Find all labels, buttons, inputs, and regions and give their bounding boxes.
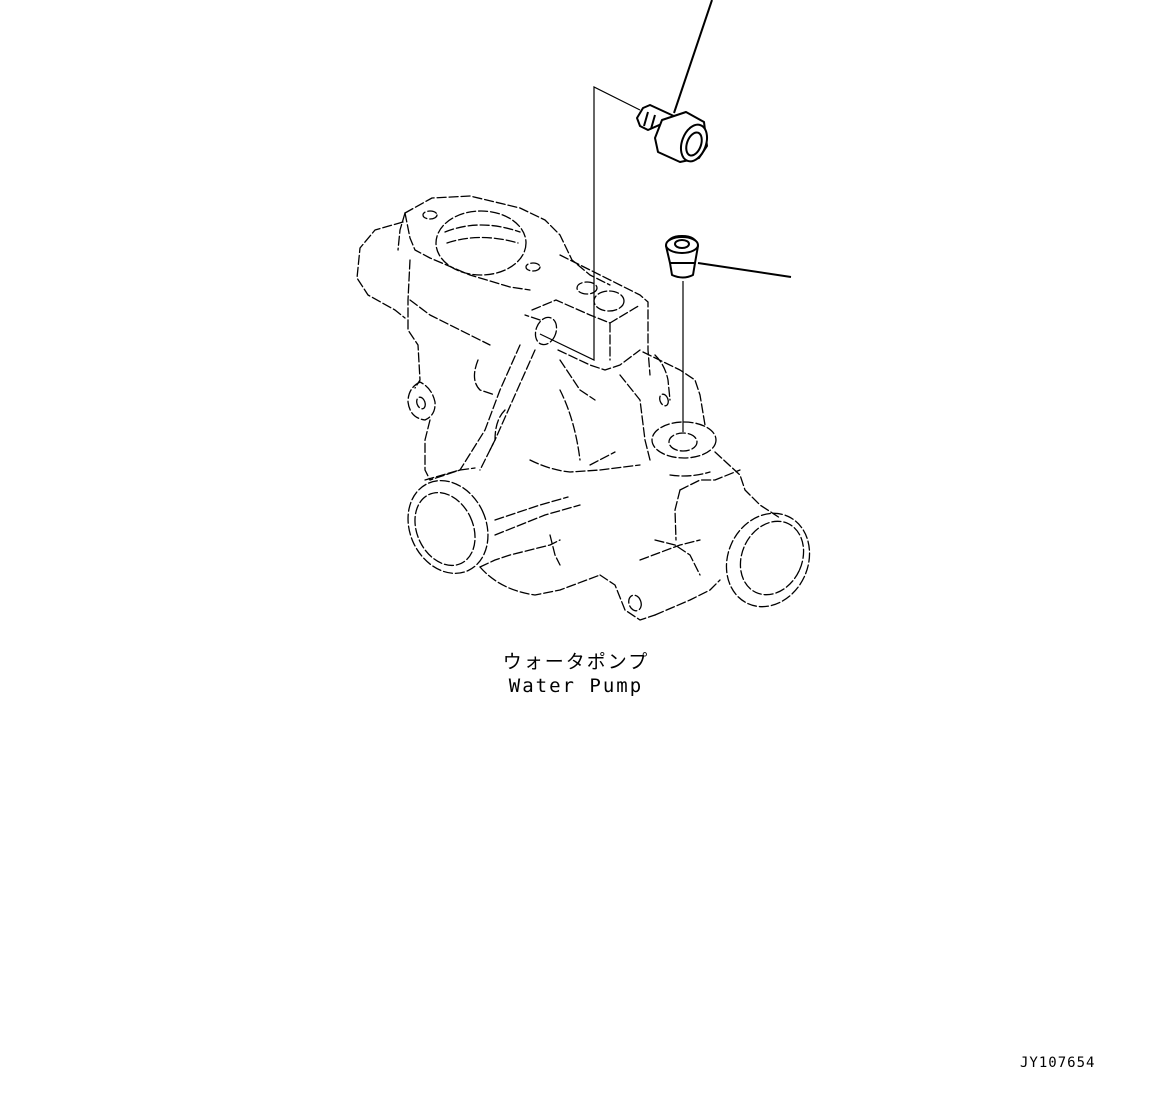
caption-japanese: ウォータポンプ	[502, 651, 650, 673]
fitting-part	[636, 104, 709, 163]
pump-body	[356, 195, 811, 621]
plug-part	[665, 235, 699, 279]
diagram-caption: ウォータポンプ Water Pump	[496, 650, 656, 698]
caption-english: Water Pump	[508, 675, 644, 697]
leader-lines	[539, 0, 792, 432]
drawing-number: JY107654	[1020, 1055, 1096, 1071]
